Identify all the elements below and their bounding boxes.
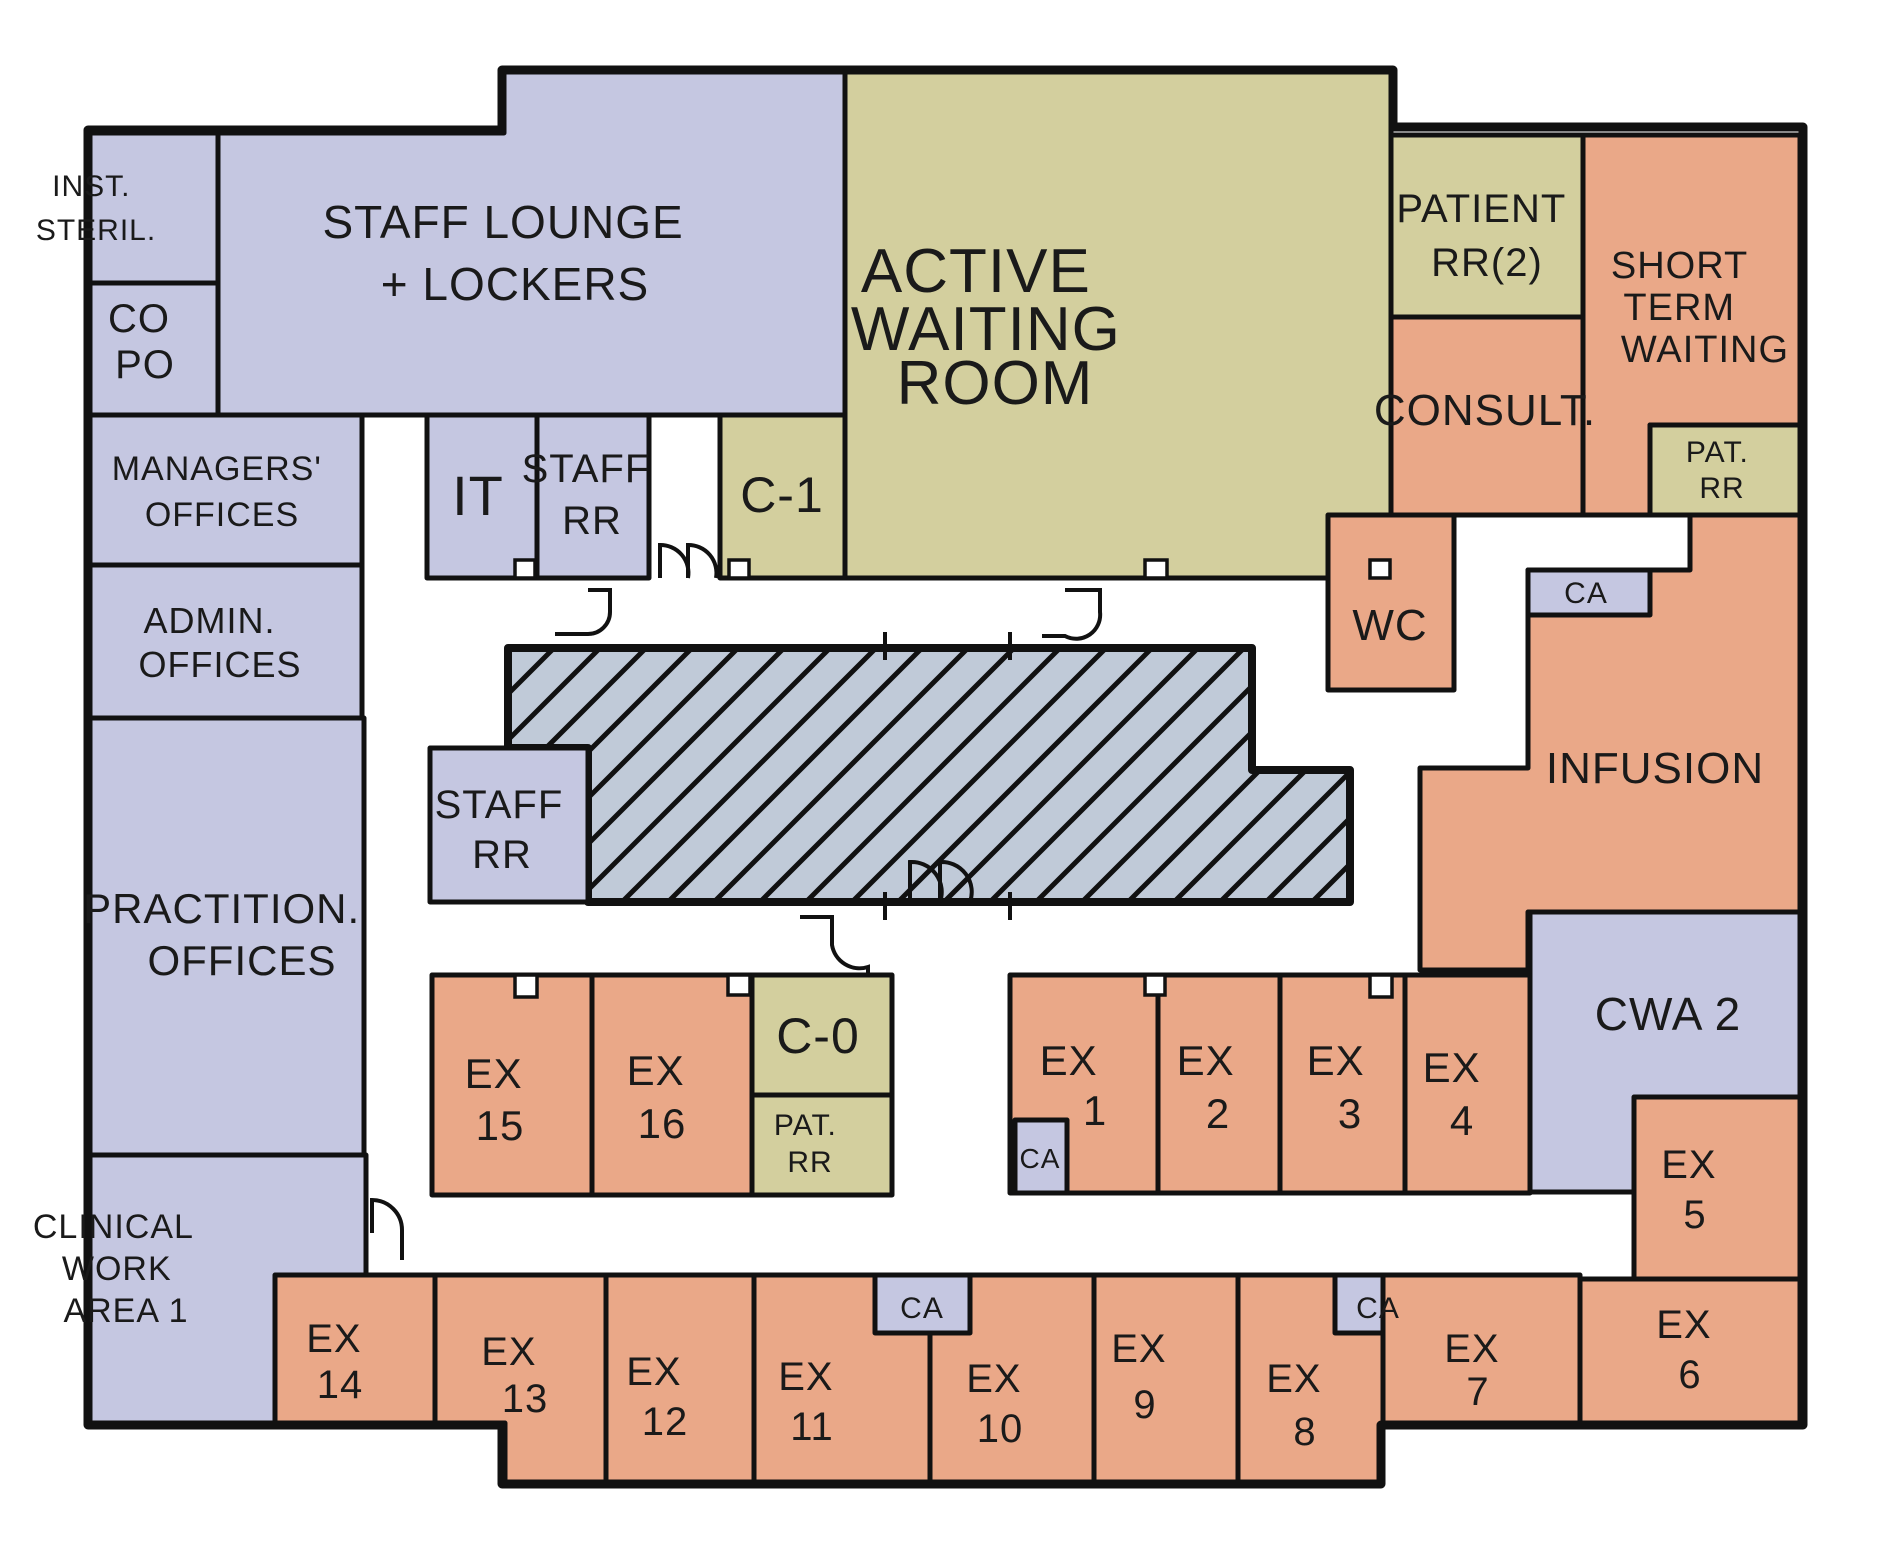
room-staff-rr-mid[interactable]	[427, 745, 591, 905]
room-ca-ex1[interactable]	[1012, 1117, 1070, 1196]
hatch-line	[1034, 648, 1292, 902]
room-ex6[interactable]	[1577, 1276, 1803, 1426]
room-ex2[interactable]	[1155, 972, 1283, 1196]
label-clinical-work-area1: CLINICAL WORK AREA 1	[33, 1208, 203, 1330]
room-consult[interactable]	[1388, 314, 1586, 518]
hatch-line	[850, 648, 1108, 902]
label-ca-bottom-left: CA	[900, 1292, 944, 1325]
label-wc: WC	[1352, 601, 1427, 650]
label-ca-bottom-right: CA	[1356, 1292, 1400, 1325]
label-cwa2: CWA 2	[1595, 988, 1741, 1040]
room-ex16[interactable]	[589, 972, 755, 1198]
room-ex3[interactable]	[1277, 972, 1408, 1196]
label-co-po: CO PO	[108, 297, 182, 387]
outer-wall	[83, 65, 1808, 1489]
label-ex8: EX 8	[1266, 1357, 1333, 1454]
label-ex14: EX 14	[306, 1317, 373, 1407]
label-ex16: EX 16	[627, 1047, 698, 1147]
room-ex5[interactable]	[1631, 1094, 1803, 1282]
wall-ticks	[883, 632, 1012, 920]
room-pat-rr-mid[interactable]	[749, 1092, 895, 1198]
label-ex9: EX 9	[1111, 1327, 1178, 1427]
room-ex15[interactable]	[429, 972, 595, 1198]
label-it: IT	[452, 464, 504, 527]
label-ex13: EX 13	[481, 1330, 548, 1421]
hatch-line	[666, 648, 924, 902]
room-ca-infusion[interactable]	[1525, 567, 1653, 618]
label-ex4: EX 4	[1423, 1044, 1494, 1144]
hatch-line	[804, 648, 1062, 902]
label-ex7: EX 7	[1444, 1327, 1511, 1414]
room-wc[interactable]	[1325, 512, 1457, 693]
label-admin-offices: ADMIN. OFFICES	[138, 600, 301, 685]
label-staff-lounge: STAFF LOUNGE + LOCKERS	[322, 196, 697, 310]
label-ex11: EX 11	[778, 1355, 845, 1449]
label-practition-offices: PRACTITION. OFFICES	[83, 885, 373, 984]
hatch-line	[508, 648, 602, 902]
label-c1: C-1	[740, 467, 824, 523]
label-ex15: EX 15	[465, 1050, 536, 1149]
room-ex12[interactable]	[603, 1272, 757, 1485]
room-inst-steril[interactable]	[87, 130, 221, 286]
label-patient-rr2: PATIENT RR(2)	[1396, 187, 1577, 285]
room-managers-offices[interactable]	[87, 412, 365, 568]
room-it[interactable]	[424, 412, 540, 581]
label-ex6: EX 6	[1656, 1303, 1723, 1397]
hatch-line	[1172, 648, 1350, 902]
label-consult: CONSULT.	[1374, 386, 1596, 435]
room-ca-bottom-left[interactable]	[872, 1272, 973, 1336]
label-staff-rr-top: STAFF RR	[522, 447, 663, 543]
label-ex1: EX 1	[1040, 1037, 1111, 1134]
label-infusion: INFUSION	[1546, 744, 1764, 793]
label-ex3: EX 3	[1307, 1037, 1378, 1137]
hatch-line	[896, 648, 1154, 902]
hatch-line	[712, 648, 970, 902]
label-inst-steril: INST. STERIL.	[36, 170, 156, 247]
room-labels: INST. STERIL. CO PO STAFF LOUNGE + LOCKE…	[33, 170, 1789, 1454]
label-ca-infusion: CA	[1564, 577, 1608, 610]
label-managers-offices: MANAGERS' OFFICES	[112, 450, 333, 534]
room-pat-rr-right[interactable]	[1647, 422, 1803, 518]
room-practition-offices[interactable]	[87, 715, 367, 1158]
hatch-line	[574, 648, 832, 902]
hatch-line	[1264, 648, 1350, 902]
room-ex9[interactable]	[1091, 1272, 1241, 1485]
hatch-line	[942, 648, 1200, 902]
label-ca-ex1: CA	[1020, 1143, 1061, 1174]
room-ex4[interactable]	[1402, 972, 1533, 1196]
room-staff-rr-top[interactable]	[534, 412, 652, 581]
hatch-line	[758, 648, 1016, 902]
label-ex2: EX 2	[1177, 1037, 1248, 1137]
label-ex12: EX 12	[626, 1350, 693, 1444]
room-ex14[interactable]	[272, 1272, 438, 1426]
label-staff-rr-mid: STAFF RR	[435, 783, 576, 877]
label-short-term-waiting: SHORT TERM WAITING	[1611, 245, 1789, 371]
label-pat-rr-mid: PAT. RR	[774, 1109, 846, 1179]
door-swings	[370, 542, 1103, 1260]
label-ex10: EX 10	[966, 1357, 1033, 1451]
room-c1[interactable]	[717, 412, 848, 581]
label-ex5: EX 5	[1661, 1143, 1728, 1237]
label-active-waiting: ACTIVE WAITING ROOM	[851, 237, 1139, 418]
label-c0: C-0	[776, 1008, 860, 1064]
hatch-line	[988, 648, 1246, 902]
room-admin-offices[interactable]	[87, 562, 365, 721]
label-pat-rr-right: PAT. RR	[1686, 436, 1758, 505]
hatch-line	[620, 648, 878, 902]
door-tabs	[513, 558, 1394, 999]
